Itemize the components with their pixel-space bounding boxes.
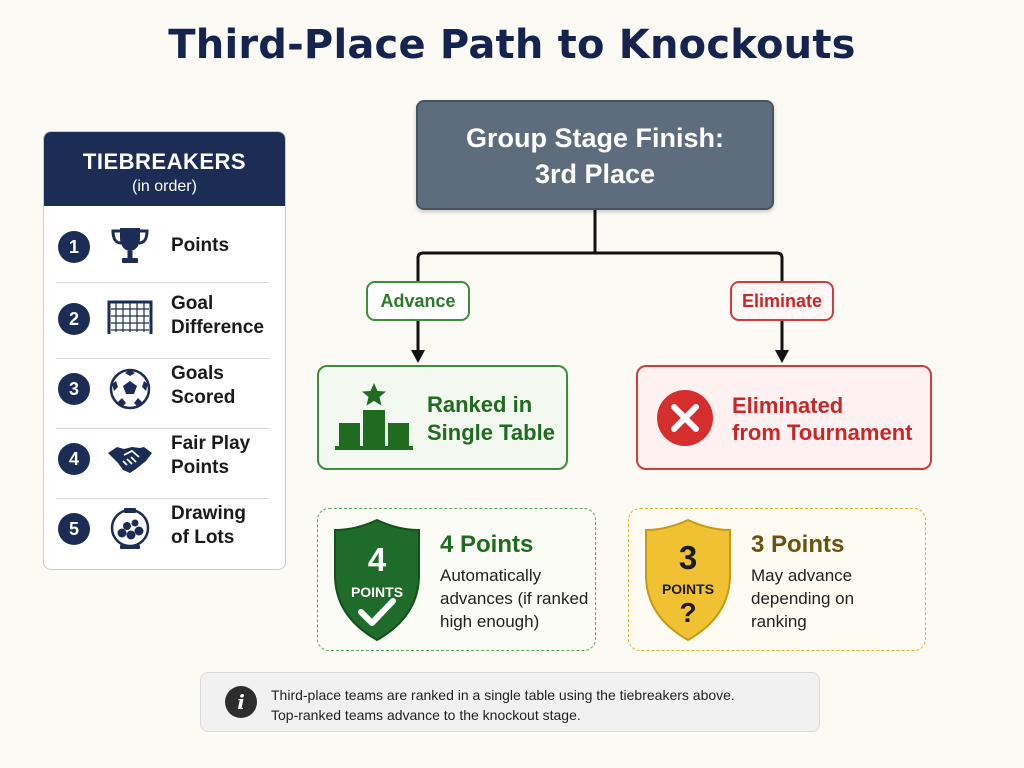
question-mark-icon: ? [679,597,697,628]
tiebreaker-number: 1 [58,231,90,263]
tiebreaker-number: 4 [58,443,90,475]
info-note: i Third-place teams are ranked in a sing… [200,672,820,732]
soccer-ball-icon [109,368,151,410]
info-icon: i [225,686,257,718]
lottery-bowl-icon [110,508,150,549]
four-points-outcome: 4 POINTS 4 Points Automatically advances… [317,508,596,651]
ranked-single-table-box: Ranked in Single Table [317,365,568,470]
goal-net-icon [107,300,153,334]
tiebreaker-label: Drawing of Lots [171,503,246,548]
trophy-icon [111,228,149,263]
advance-label: Advance [366,281,470,321]
shield-caption: POINTS [661,581,715,597]
three-points-title: 3 Points [751,531,845,558]
tiebreakers-subtitle: (in order) [132,178,197,195]
tiebreaker-label: Points [171,235,230,256]
tiebreaker-number: 5 [58,513,90,545]
four-points-shield: 4 POINTS [332,517,422,643]
shield-number: 4 [367,541,387,578]
handshake-icon [108,447,152,473]
divider [56,282,269,283]
info-note-text: Third-place teams are ranked in a single… [271,687,735,723]
tiebreaker-number: 3 [58,373,90,405]
eliminate-label: Eliminate [730,281,834,321]
group-stage-finish-box: Group Stage Finish: 3rd Place [416,100,774,210]
tiebreakers-header: TIEBREAKERS (in order) [44,132,285,206]
tiebreakers-panel: TIEBREAKERS (in order) 1 Points 2 [43,131,286,570]
shield-caption: POINTS [350,584,404,600]
divider [56,498,269,499]
podium-star-icon [335,383,413,450]
tiebreaker-number: 2 [58,303,90,335]
four-points-title: 4 Points [440,531,534,558]
tiebreaker-label: Goal Difference [171,293,264,338]
tiebreaker-item-points: 1 Points [44,212,285,282]
three-points-shield: 3 POINTS ? [643,517,733,643]
four-points-description: Automatically advances (if ranked high e… [440,566,589,631]
tiebreaker-label: Fair Play Points [171,433,251,478]
eliminated-box: Eliminated from Tournament [636,365,932,470]
shield-number: 3 [678,539,698,576]
tiebreakers-title: TIEBREAKERS [82,149,247,174]
tiebreaker-item-goals-scored: 3 Goals Scored [44,354,285,424]
green-shield-icon [334,518,420,642]
tiebreaker-item-drawing-of-lots: 5 Drawing of Lots [44,494,285,564]
divider [56,358,269,359]
yellow-shield-icon [645,518,731,642]
ranked-label: Ranked in Single Table [427,392,555,445]
tiebreaker-item-goal-difference: 2 Goal Difference [44,284,285,354]
three-points-outcome: 3 POINTS ? 3 Points May advance dependin… [628,508,926,651]
page-title: Third-Place Path to Knockouts [168,22,856,68]
divider [56,428,269,429]
tiebreaker-item-fair-play: 4 Fair Play Points [44,424,285,494]
eliminated-label: Eliminated from Tournament [732,393,913,445]
three-points-description: May advance depending on ranking [751,566,855,631]
tiebreaker-label: Goals Scored [171,363,236,408]
x-circle-icon [657,390,713,446]
